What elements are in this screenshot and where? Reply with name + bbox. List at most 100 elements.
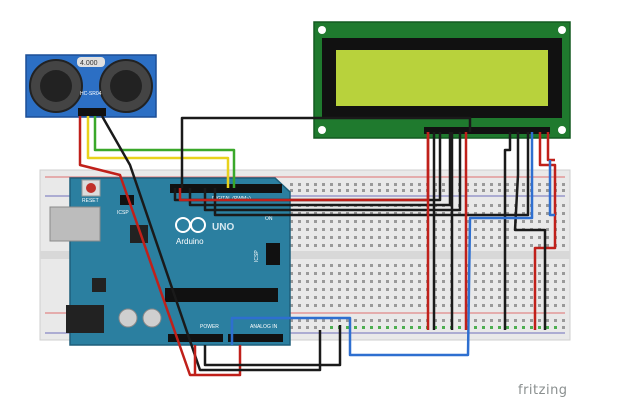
breadboard-hole bbox=[514, 264, 517, 267]
breadboard-hole bbox=[370, 272, 373, 275]
breadboard-hole bbox=[290, 264, 293, 267]
breadboard-hole bbox=[298, 326, 301, 329]
breadboard-hole bbox=[362, 264, 365, 267]
wire-blue-pot bbox=[230, 132, 534, 357]
lcd-pin-header bbox=[424, 127, 550, 134]
breadboard-hole bbox=[434, 212, 437, 215]
breadboard-hole bbox=[370, 319, 373, 322]
breadboard-hole bbox=[370, 183, 373, 186]
breadboard-hole bbox=[506, 264, 509, 267]
breadboard-hole bbox=[322, 326, 325, 329]
breadboard-hole bbox=[562, 272, 565, 275]
breadboard-hole bbox=[554, 280, 557, 283]
breadboard-hole bbox=[322, 272, 325, 275]
breadboard-hole bbox=[346, 212, 349, 215]
breadboard-hole-active bbox=[474, 326, 477, 329]
breadboard-hole bbox=[410, 264, 413, 267]
breadboard-hole bbox=[498, 319, 501, 322]
breadboard-hole bbox=[434, 183, 437, 186]
breadboard-hole bbox=[442, 220, 445, 223]
breadboard-hole bbox=[370, 228, 373, 231]
breadboard-hole bbox=[546, 319, 549, 322]
breadboard-hole bbox=[394, 236, 397, 239]
breadboard-hole bbox=[346, 183, 349, 186]
breadboard-hole bbox=[474, 212, 477, 215]
breadboard-hole bbox=[466, 228, 469, 231]
breadboard-hole bbox=[394, 288, 397, 291]
ultrasonic-sensor: 4.000 HC-SR04 bbox=[25, 54, 157, 118]
breadboard-hole bbox=[306, 228, 309, 231]
icsp2-header bbox=[266, 243, 280, 265]
fritzing-watermark: fritzing bbox=[518, 383, 568, 398]
breadboard-hole bbox=[562, 264, 565, 267]
breadboard-hole bbox=[354, 296, 357, 299]
power-header bbox=[168, 334, 223, 342]
breadboard-hole bbox=[354, 228, 357, 231]
breadboard-hole bbox=[418, 319, 421, 322]
breadboard-hole bbox=[474, 296, 477, 299]
breadboard-hole bbox=[474, 319, 477, 322]
breadboard-hole bbox=[442, 304, 445, 307]
breadboard-hole bbox=[466, 296, 469, 299]
breadboard-hole bbox=[434, 228, 437, 231]
breadboard-hole bbox=[514, 236, 517, 239]
breadboard-hole bbox=[410, 296, 413, 299]
breadboard-hole bbox=[522, 280, 525, 283]
breadboard-hole bbox=[418, 220, 421, 223]
wire-lcd-d7 bbox=[213, 132, 530, 217]
breadboard-hole bbox=[330, 288, 333, 291]
breadboard-hole bbox=[498, 264, 501, 267]
breadboard-hole bbox=[522, 204, 525, 207]
breadboard-hole bbox=[410, 220, 413, 223]
breadboard-hole bbox=[290, 183, 293, 186]
sensor-model: HC-SR04 bbox=[80, 91, 102, 97]
breadboard-hole bbox=[466, 220, 469, 223]
lcd-screen bbox=[336, 50, 548, 106]
breadboard-hole bbox=[354, 244, 357, 247]
breadboard-hole bbox=[330, 228, 333, 231]
breadboard-hole bbox=[498, 183, 501, 186]
breadboard-hole bbox=[514, 304, 517, 307]
breadboard-hole bbox=[530, 220, 533, 223]
breadboard-hole-active bbox=[554, 326, 557, 329]
breadboard-hole bbox=[378, 280, 381, 283]
breadboard-hole bbox=[410, 319, 413, 322]
breadboard-hole bbox=[562, 189, 565, 192]
breadboard-hole bbox=[386, 183, 389, 186]
breadboard-hole bbox=[346, 189, 349, 192]
breadboard-hole bbox=[442, 296, 445, 299]
breadboard-hole bbox=[498, 304, 501, 307]
breadboard-hole bbox=[554, 296, 557, 299]
breadboard-hole bbox=[354, 212, 357, 215]
breadboard-hole bbox=[346, 272, 349, 275]
breadboard-hole bbox=[322, 220, 325, 223]
breadboard-hole bbox=[490, 296, 493, 299]
breadboard-hole bbox=[466, 212, 469, 215]
reset-button[interactable] bbox=[86, 183, 96, 193]
breadboard-hole bbox=[298, 296, 301, 299]
breadboard-hole bbox=[378, 319, 381, 322]
breadboard-hole-active bbox=[514, 326, 517, 329]
breadboard-hole bbox=[402, 183, 405, 186]
breadboard-hole bbox=[482, 236, 485, 239]
breadboard-hole bbox=[418, 183, 421, 186]
breadboard-hole bbox=[466, 189, 469, 192]
icsp2-label: ICSP bbox=[254, 250, 260, 262]
breadboard-hole bbox=[410, 244, 413, 247]
breadboard-hole bbox=[458, 264, 461, 267]
breadboard-hole bbox=[538, 264, 541, 267]
breadboard-hole bbox=[490, 319, 493, 322]
breadboard-hole bbox=[298, 280, 301, 283]
breadboard-hole bbox=[498, 296, 501, 299]
breadboard-hole bbox=[290, 319, 293, 322]
breadboard-hole bbox=[370, 189, 373, 192]
breadboard-hole bbox=[506, 280, 509, 283]
breadboard-hole bbox=[362, 272, 365, 275]
breadboard-hole bbox=[362, 189, 365, 192]
breadboard-hole bbox=[442, 183, 445, 186]
breadboard-hole bbox=[562, 319, 565, 322]
breadboard-hole bbox=[314, 319, 317, 322]
wire-sensor-gnd bbox=[100, 115, 322, 372]
breadboard-hole bbox=[498, 244, 501, 247]
breadboard-hole bbox=[370, 244, 373, 247]
